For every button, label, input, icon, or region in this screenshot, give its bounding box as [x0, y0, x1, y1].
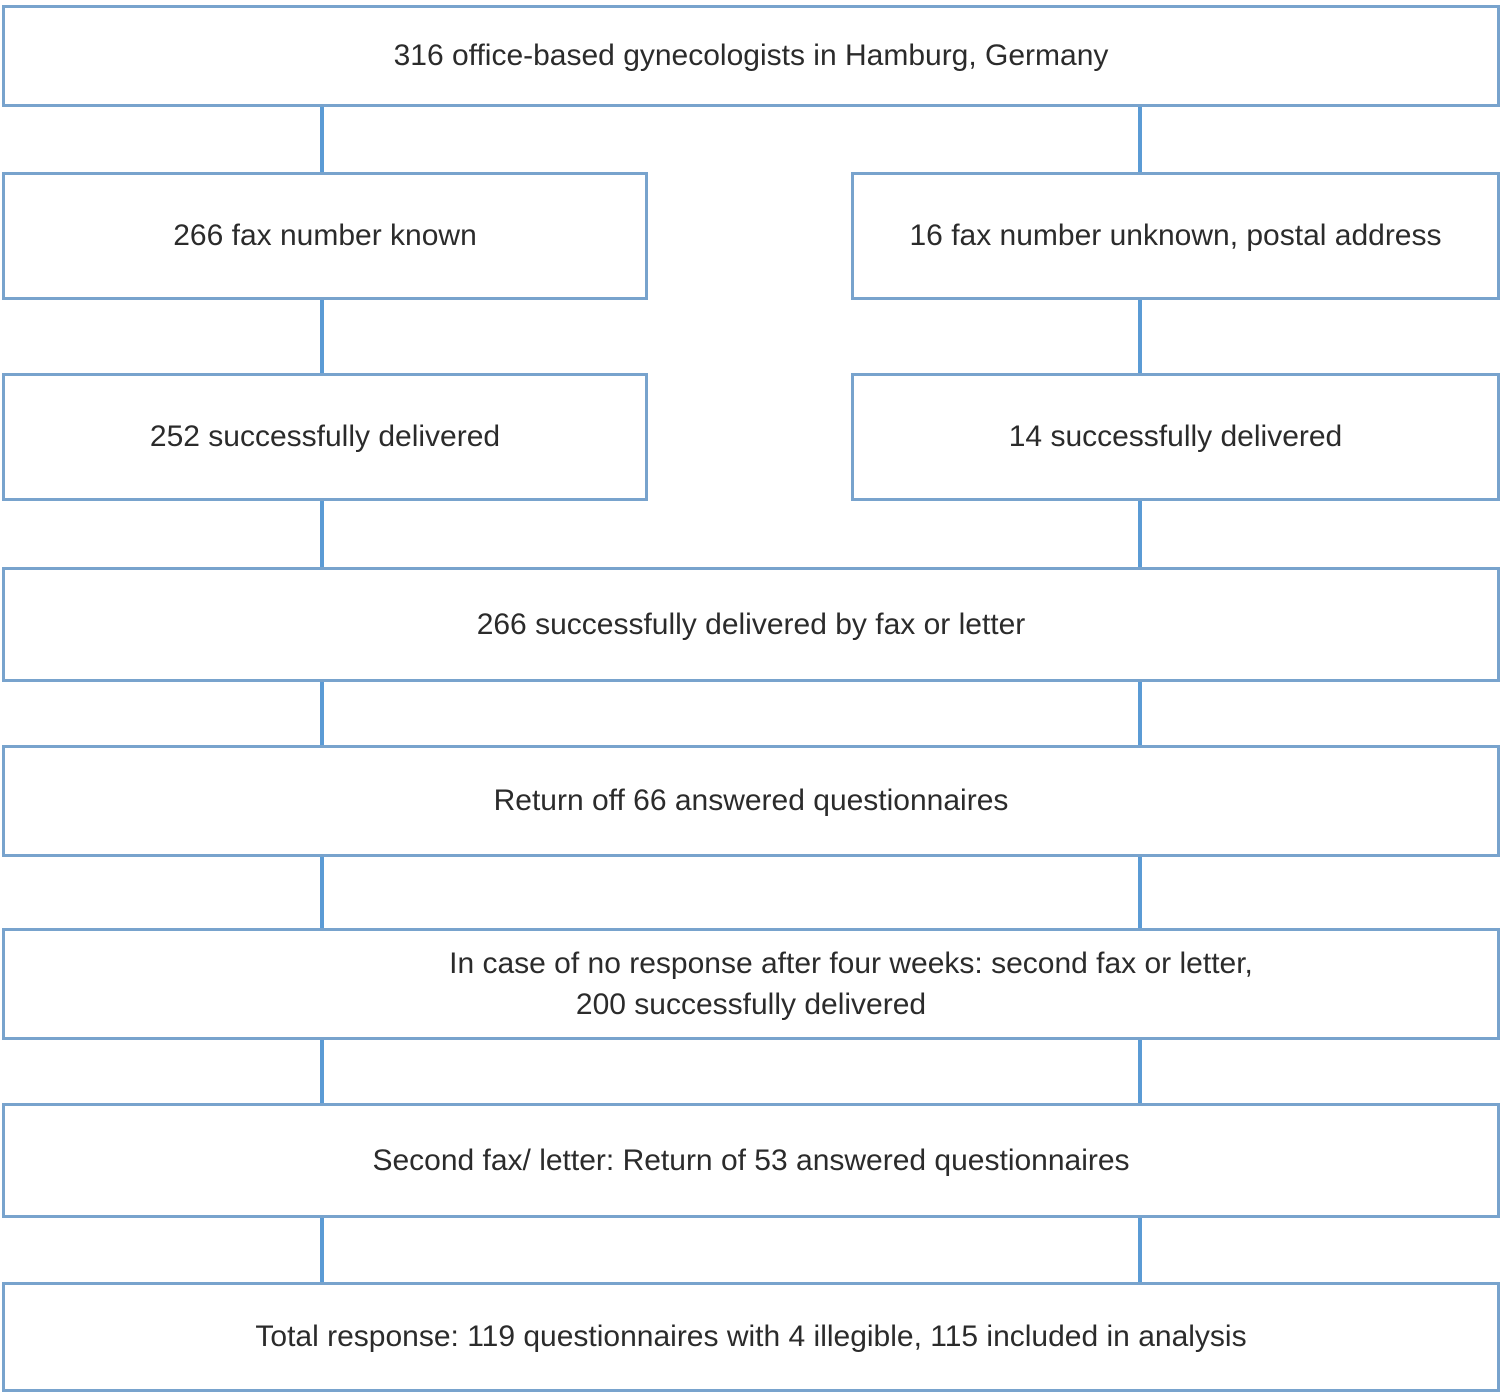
box-fax-delivered-label: 252 successfully delivered — [149, 420, 501, 454]
box-fax-number-unknown-label: 16 fax number unknown, postal address — [909, 219, 1442, 253]
box-all-delivered-label: 266 successfully delivered by fax or let… — [476, 607, 1026, 641]
connector-line — [1138, 499, 1142, 570]
box-fax-number-known: 266 fax number known — [2, 172, 648, 300]
connector-line — [320, 105, 324, 175]
box-second-contact: In case of no response after four weeks:… — [2, 928, 1500, 1040]
connector-line — [1138, 680, 1142, 748]
box-all-delivered: 266 successfully delivered by fax or let… — [2, 567, 1500, 682]
connector-line — [1138, 1038, 1142, 1106]
connector-line — [320, 499, 324, 570]
box-total-response: Total response: 119 questionnaires with … — [2, 1282, 1500, 1392]
box-fax-number-known-label: 266 fax number known — [173, 219, 477, 253]
connector-line — [320, 680, 324, 748]
connector-line — [1138, 1216, 1142, 1285]
box-second-return-label: Second fax/ letter: Return of 53 answere… — [372, 1143, 1130, 1177]
box-postal-delivered-label: 14 successfully delivered — [1008, 420, 1343, 454]
box-first-return: Return off 66 answered questionnaires — [2, 745, 1500, 857]
box-total-gynecologists-label: 316 office-based gynecologists in Hambur… — [393, 39, 1109, 73]
box-second-return: Second fax/ letter: Return of 53 answere… — [2, 1103, 1500, 1218]
box-first-return-label: Return off 66 answered questionnaires — [493, 784, 1009, 818]
box-postal-delivered: 14 successfully delivered — [851, 373, 1500, 501]
connector-line — [320, 298, 324, 376]
box-total-response-label: Total response: 119 questionnaires with … — [255, 1320, 1247, 1354]
box-fax-delivered: 252 successfully delivered — [2, 373, 648, 501]
connector-line — [1138, 105, 1142, 175]
connector-line — [320, 1216, 324, 1285]
box-second-contact-line2: 200 successfully delivered — [575, 988, 927, 1021]
connector-line — [320, 1038, 324, 1106]
connector-line — [320, 855, 324, 931]
box-second-contact-line1: In case of no response after four weeks:… — [449, 946, 1253, 980]
box-fax-number-unknown: 16 fax number unknown, postal address — [851, 172, 1500, 300]
box-total-gynecologists: 316 office-based gynecologists in Hambur… — [2, 5, 1500, 107]
connector-line — [1138, 855, 1142, 931]
connector-line — [1138, 298, 1142, 376]
